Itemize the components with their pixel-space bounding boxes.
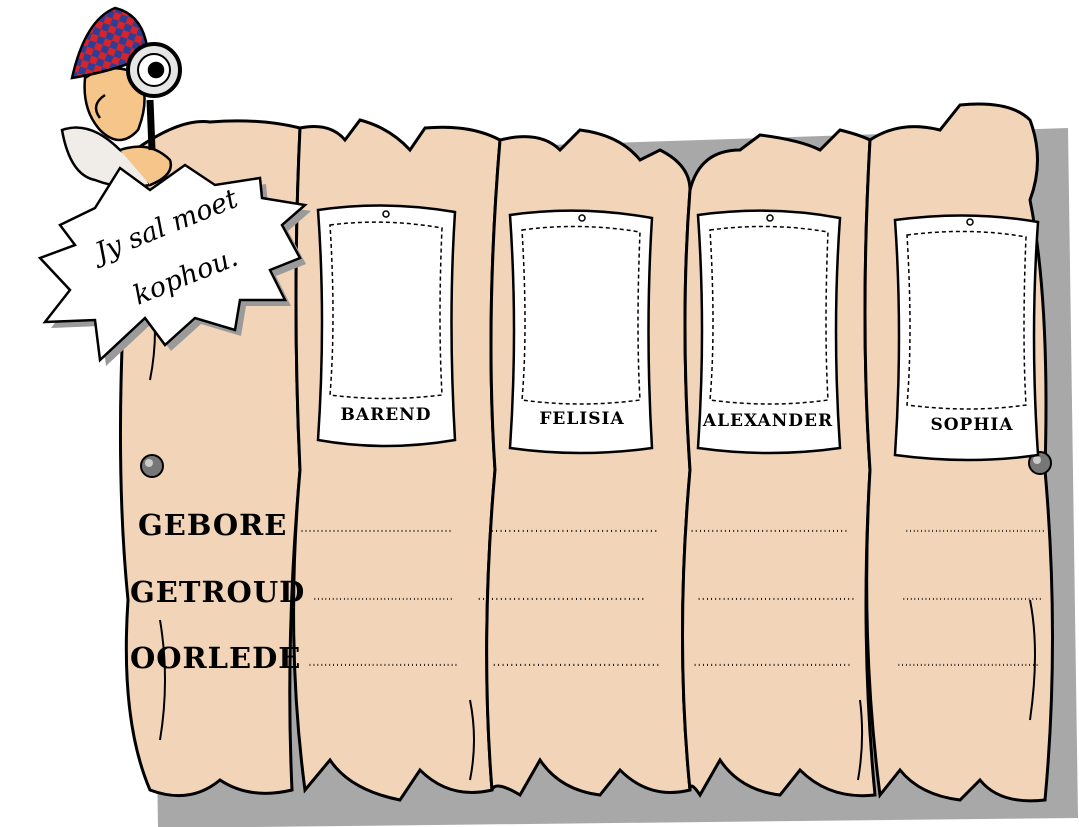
name-card — [316, 204, 457, 448]
speech-bubble: Jy sal moet kophou. — [37, 163, 311, 366]
detective-character — [60, 6, 182, 188]
name-card — [696, 209, 842, 455]
row-label-oorlede: OORLEDE — [130, 641, 301, 675]
detective-head — [83, 67, 146, 142]
card-name-sophia: SOPHIA — [930, 415, 1013, 435]
fill-line: ...................................... — [905, 520, 1045, 536]
fill-line: ...................................... — [492, 654, 660, 670]
fill-line: ...................................... — [308, 654, 458, 670]
fill-line: ...................................... — [693, 654, 851, 670]
card-name-alexander: ALEXANDER — [702, 411, 833, 431]
card-name-barend: BAREND — [341, 405, 432, 425]
fill-line: ...................................... — [697, 588, 855, 604]
fill-line: ...................................... — [490, 520, 658, 536]
row-label-getroud: GETROUD — [130, 575, 305, 609]
fill-line: ...................................... — [300, 520, 452, 536]
magnifying-glass-icon — [126, 42, 182, 151]
nail-icon — [1028, 451, 1052, 475]
fill-line: ...................................... — [313, 588, 453, 604]
fill-line: ...................................... — [690, 520, 848, 536]
fill-line: ...................................... — [897, 654, 1039, 670]
name-card — [508, 209, 654, 455]
card-name-felisia: FELISIA — [539, 409, 624, 429]
nail-icon — [140, 454, 164, 478]
fill-line: ...................................... — [902, 588, 1042, 604]
row-label-gebore: GEBORE — [138, 508, 287, 542]
fill-line: ...................................... — [477, 588, 645, 604]
fill-lines: ...................................... .… — [300, 520, 1045, 670]
speech-bubble-shape — [37, 163, 308, 363]
name-card — [893, 214, 1040, 462]
